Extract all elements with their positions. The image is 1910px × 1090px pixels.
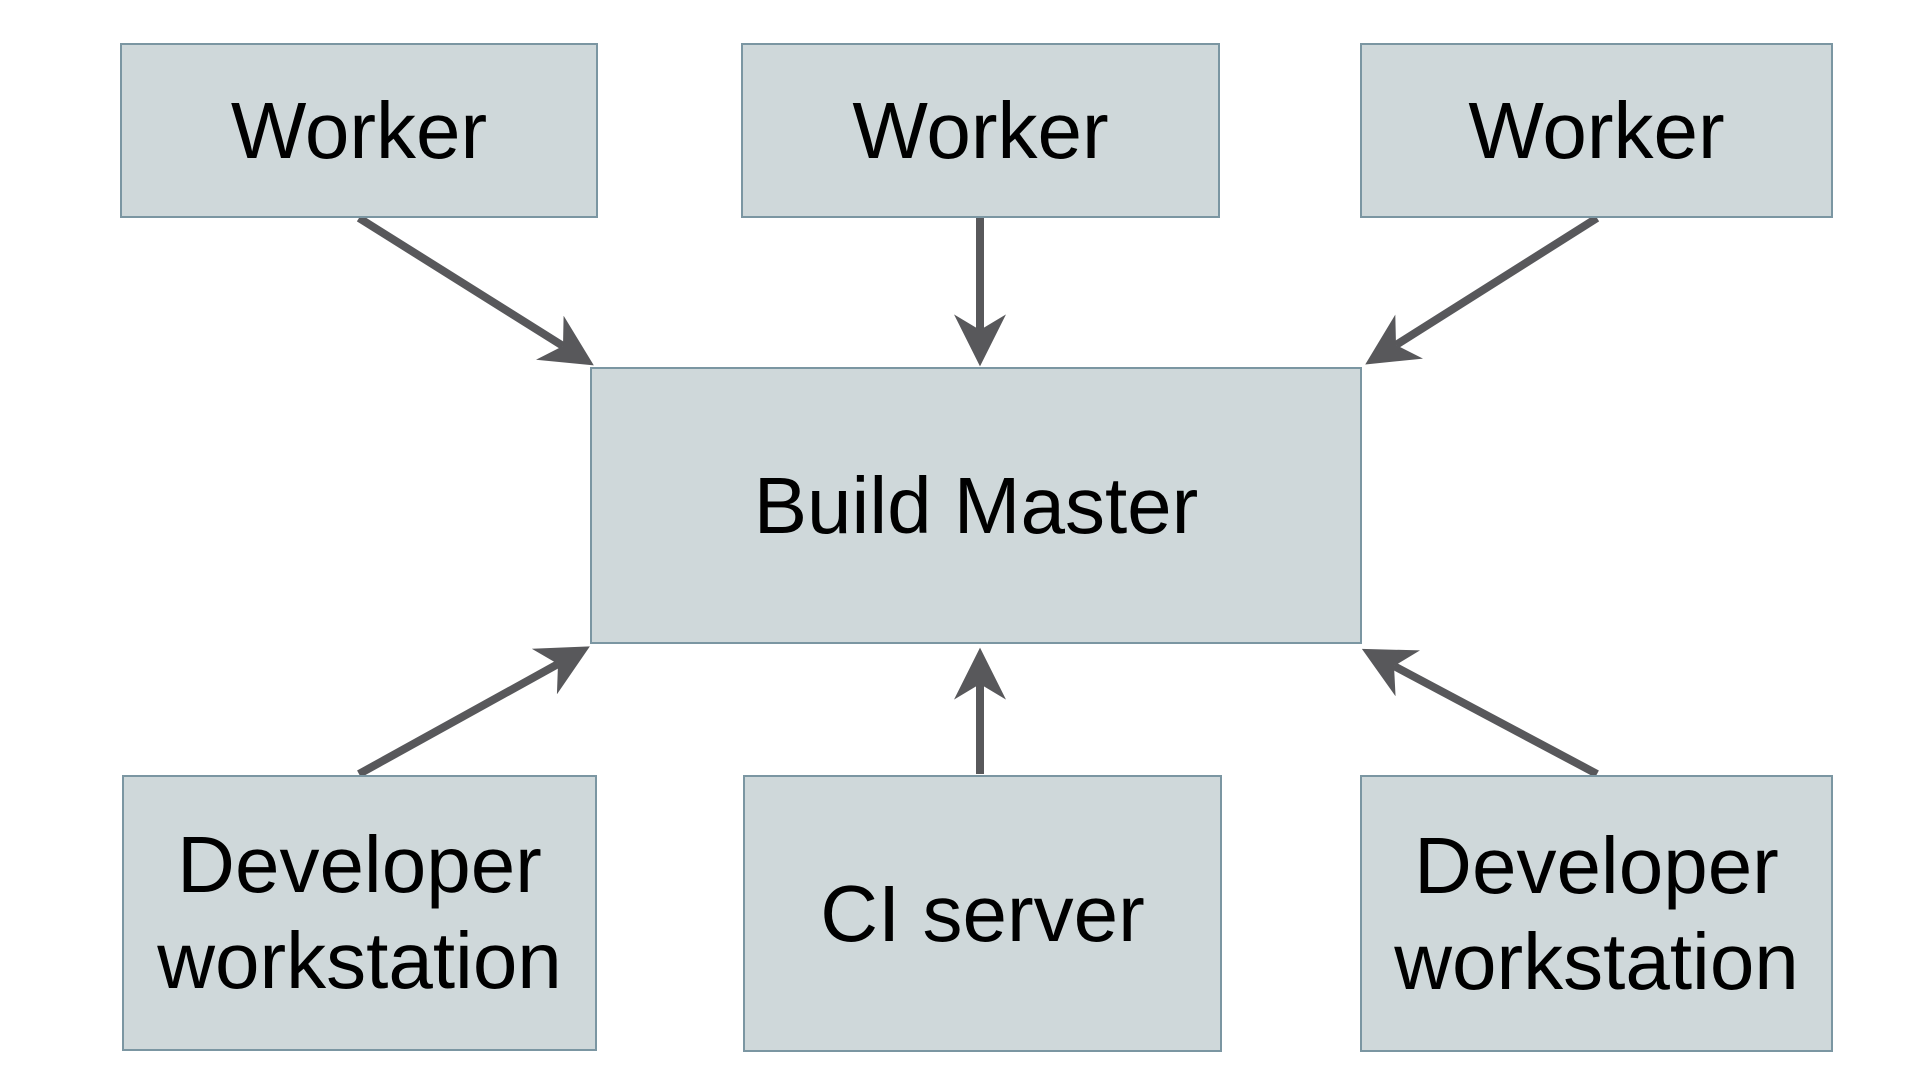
edge-devws-left-to-buildmaster (357, 646, 590, 778)
node-ci-server: CI server (743, 775, 1222, 1052)
node-worker-2-label: Worker (852, 85, 1109, 175)
edge-worker1-to-buildmaster (356, 214, 594, 366)
edge-worker3-to-buildmaster (1365, 214, 1600, 365)
node-ci-server-label: CI server (820, 868, 1145, 958)
node-worker-1: Worker (120, 43, 598, 218)
node-developer-workstation-left: Developer workstation (122, 775, 597, 1051)
node-build-master: Build Master (590, 367, 1362, 644)
node-worker-3: Worker (1360, 43, 1833, 218)
edge-devws-right-to-buildmaster (1361, 648, 1599, 778)
node-developer-workstation-right-label: Developer workstation (1394, 820, 1799, 1006)
node-worker-3-label: Worker (1468, 85, 1725, 175)
node-worker-1-label: Worker (230, 85, 488, 175)
node-developer-workstation-right: Developer workstation (1360, 775, 1833, 1052)
node-worker-2: Worker (741, 43, 1220, 218)
node-build-master-label: Build Master (753, 460, 1199, 550)
node-developer-workstation-left-label: Developer workstation (157, 820, 562, 1005)
